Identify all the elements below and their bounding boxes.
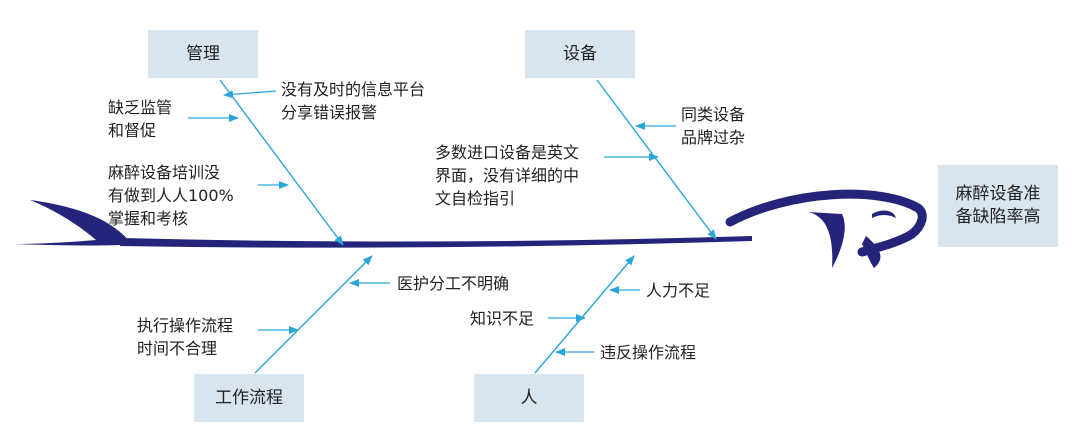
fish-head-outline bbox=[725, 189, 927, 257]
category-equipment-box: 设备 bbox=[525, 30, 635, 78]
cause-manpower: 人力不足 bbox=[646, 281, 711, 300]
fish-tail bbox=[14, 200, 132, 246]
fish-eye bbox=[872, 210, 896, 218]
fish-jaw bbox=[862, 236, 881, 268]
effect-label: 麻醉设备准 备缺陷率高 bbox=[955, 184, 1041, 227]
category-management-label: 管理 bbox=[186, 43, 220, 64]
fish-gill bbox=[808, 212, 845, 268]
cause-lack-supervision: 缺乏监管 和督促 bbox=[108, 98, 173, 140]
effect-box: 麻醉设备准 备缺陷率高 bbox=[938, 165, 1058, 247]
cause-knowledge: 知识不足 bbox=[470, 309, 535, 328]
arrow-no-info-platform bbox=[223, 90, 277, 99]
cause-no-info-platform: 没有及时的信息平台 分享错误报警 bbox=[281, 80, 426, 122]
category-management-box: 管理 bbox=[148, 30, 258, 78]
category-people-label: 人 bbox=[520, 387, 538, 408]
bone-workflow bbox=[254, 255, 373, 374]
category-people-box: 人 bbox=[474, 374, 584, 422]
cause-training: 麻醉设备培训没 有做到人人100% 掌握和考核 bbox=[108, 163, 234, 228]
cause-violation: 违反操作流程 bbox=[600, 343, 697, 362]
bone-management bbox=[219, 79, 344, 246]
category-equipment-label: 设备 bbox=[563, 43, 597, 64]
category-workflow-label: 工作流程 bbox=[215, 387, 283, 408]
cause-division: 医护分工不明确 bbox=[397, 274, 510, 293]
cause-unreasonable-flow: 执行操作流程 时间不合理 bbox=[137, 316, 234, 358]
cause-english-ui: 多数进口设备是英文 界面，没有详细的中 文自检指引 bbox=[435, 143, 580, 208]
fish-spine bbox=[120, 236, 752, 248]
category-workflow-box: 工作流程 bbox=[194, 374, 304, 422]
cause-brands: 同类设备 品牌过杂 bbox=[681, 105, 746, 147]
